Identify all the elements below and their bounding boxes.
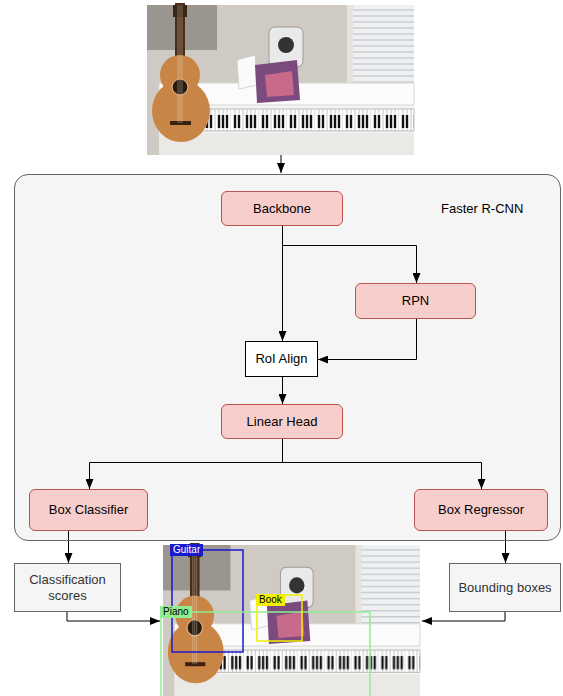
- process-box: Box Classifier: [29, 489, 148, 531]
- connector-arrow: [283, 226, 417, 283]
- process-box: Box Regressor: [414, 489, 548, 531]
- output-box: Bounding boxes: [449, 563, 561, 612]
- frame-title: Faster R-CNN: [441, 201, 523, 217]
- class-label: Piano: [160, 606, 192, 618]
- connector-arrow: [282, 377, 283, 404]
- node-label: Backbone: [253, 201, 311, 217]
- process-box: Linear Head: [221, 404, 343, 439]
- node-label: Classification scores: [21, 572, 114, 604]
- node-label: Box Regressor: [438, 502, 524, 518]
- connector-arrow: [318, 319, 417, 360]
- node-label: RPN: [402, 293, 429, 309]
- detection-boxes: [161, 550, 370, 696]
- flow-arrows: [67, 612, 160, 621]
- detection-boxes: [257, 595, 302, 641]
- output-box: Classification scores: [14, 563, 121, 612]
- frame-fill: [14, 174, 561, 541]
- node-label: Bounding boxes: [458, 580, 551, 596]
- connector-arrow: [90, 439, 283, 489]
- connector-arrow: [283, 439, 482, 489]
- detection-boxes: [161, 612, 370, 696]
- node-label: Box Classifier: [49, 502, 128, 518]
- class-label: Guitar: [170, 544, 203, 556]
- flow-arrows: [422, 612, 505, 621]
- flow-arrows: [281, 155, 282, 173]
- process-box: RPN: [355, 283, 476, 319]
- process-box: Backbone: [221, 191, 343, 226]
- node-label: RoI Align: [255, 351, 307, 367]
- node-label: Linear Head: [247, 414, 318, 430]
- class-label: Book: [256, 594, 285, 606]
- operation-box: RoI Align: [245, 341, 318, 377]
- model-frame: Faster R-CNN BackboneRPN RoI AlignLinear H…: [14, 174, 561, 541]
- output-photo: [163, 543, 420, 696]
- input-photo: [147, 3, 414, 155]
- detection-boxes: [172, 550, 243, 652]
- connector-arrow: [68, 531, 69, 563]
- flow-arrows: [67, 155, 505, 621]
- connector-arrow: [505, 531, 506, 563]
